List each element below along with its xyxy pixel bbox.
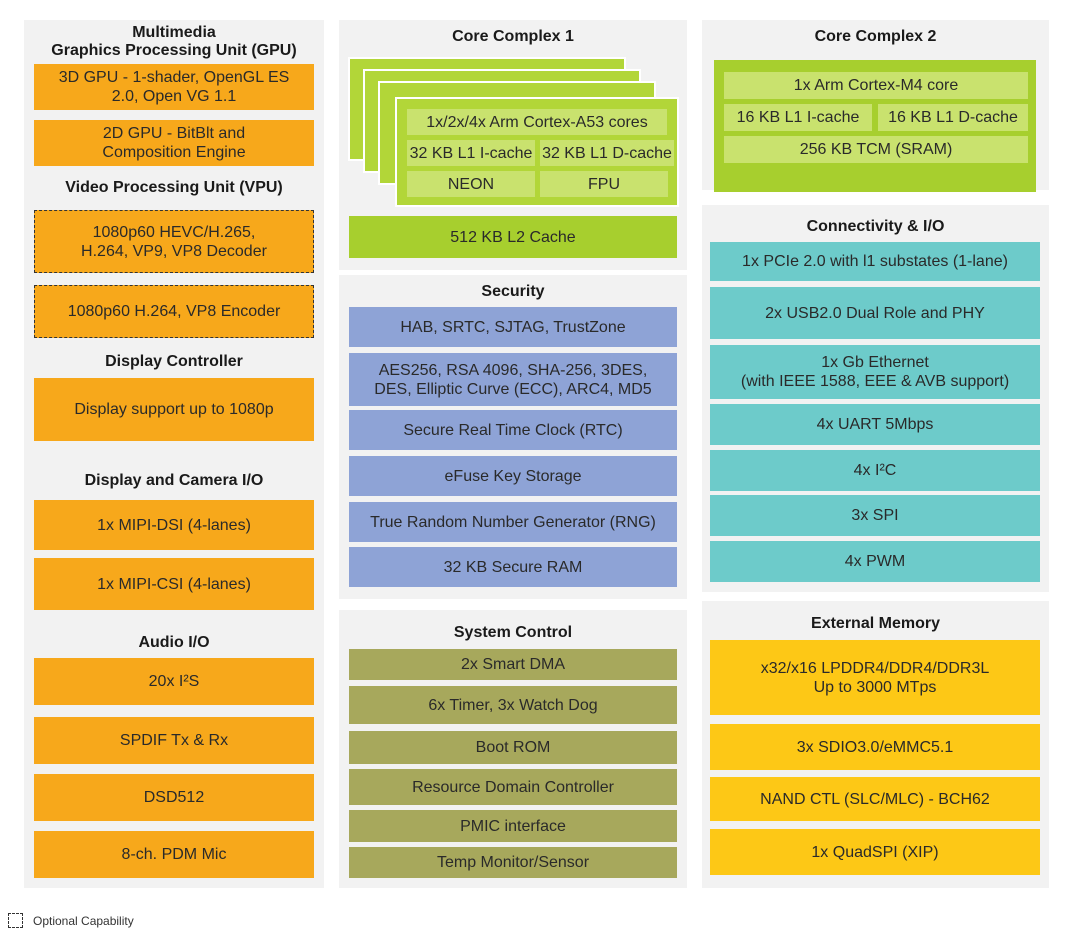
mipi-csi-block: 1x MIPI-CSI (4-lanes) — [34, 558, 314, 610]
optional-legend-icon — [8, 913, 23, 928]
ddr-block: x32/x16 LPDDR4/DDR4/DDR3L Up to 3000 MTp… — [710, 640, 1040, 715]
security-panel: Security HAB, SRTC, SJTAG, TrustZone AES… — [339, 275, 687, 599]
m4-l1i-block: 16 KB L1 I-cache — [724, 104, 872, 131]
nand-block: NAND CTL (SLC/MLC) - BCH62 — [710, 777, 1040, 821]
security-block: eFuse Key Storage — [349, 456, 677, 496]
vpu-encoder-block: 1080p60 H.264, VP8 Encoder — [34, 285, 314, 338]
connectivity-title: Connectivity & I/O — [806, 218, 945, 235]
security-block: AES256, RSA 4096, SHA-256, 3DES, DES, El… — [349, 353, 677, 406]
camera-io-title: Display and Camera I/O — [84, 472, 264, 489]
sdio-block: 3x SDIO3.0/eMMC5.1 — [710, 724, 1040, 770]
vpu-title: Video Processing Unit (VPU) — [65, 179, 283, 196]
i2c-block: 4x I²C — [710, 450, 1040, 491]
system-block: PMIC interface — [349, 810, 677, 842]
external-memory-panel: External Memory x32/x16 LPDDR4/DDR4/DDR3… — [702, 601, 1049, 888]
system-block: Resource Domain Controller — [349, 769, 677, 805]
gpu-2d-block: 2D GPU - BitBlt and Composition Engine — [34, 120, 314, 166]
optional-legend-label: Optional Capability — [33, 914, 134, 928]
spdif-block: SPDIF Tx & Rx — [34, 717, 314, 764]
pdm-mic-block: 8-ch. PDM Mic — [34, 831, 314, 878]
core-complex-2-panel: Core Complex 2 1x Arm Cortex-M4 core 16 … — [702, 20, 1049, 192]
a53-cores-block: 1x/2x/4x Arm Cortex-A53 cores — [407, 109, 667, 135]
i2s-block: 20x I²S — [34, 658, 314, 705]
system-title: System Control — [453, 624, 573, 641]
a53-l1d-block: 32 KB L1 D-cache — [540, 140, 674, 166]
connectivity-panel: Connectivity & I/O 1x PCIe 2.0 with l1 s… — [702, 205, 1049, 592]
core2-title: Core Complex 2 — [814, 28, 937, 45]
multimedia-panel: Multimedia Graphics Processing Unit (GPU… — [24, 20, 324, 888]
security-block: Secure Real Time Clock (RTC) — [349, 410, 677, 450]
pcie-block: 1x PCIe 2.0 with l1 substates (1-lane) — [710, 242, 1040, 281]
system-block: 6x Timer, 3x Watch Dog — [349, 686, 677, 724]
uart-block: 4x UART 5Mbps — [710, 404, 1040, 445]
system-block: 2x Smart DMA — [349, 649, 677, 680]
fpu-block: FPU — [540, 171, 668, 197]
spi-block: 3x SPI — [710, 495, 1040, 536]
system-block: Temp Monitor/Sensor — [349, 847, 677, 878]
system-control-panel: System Control 2x Smart DMA 6x Timer, 3x… — [339, 610, 687, 888]
tcm-block: 256 KB TCM (SRAM) — [724, 136, 1028, 163]
m4-core-block: 1x Arm Cortex-M4 core — [724, 72, 1028, 99]
core1-title: Core Complex 1 — [452, 28, 574, 45]
a53-l1i-block: 32 KB L1 I-cache — [407, 140, 535, 166]
m4-l1d-block: 16 KB L1 D-cache — [878, 104, 1028, 131]
quadspi-block: 1x QuadSPI (XIP) — [710, 829, 1040, 875]
security-title: Security — [481, 283, 545, 300]
core-complex-1-panel: Core Complex 1 1x/2x/4x Arm Cortex-A53 c… — [339, 20, 687, 270]
mipi-dsi-block: 1x MIPI-DSI (4-lanes) — [34, 500, 314, 550]
neon-block: NEON — [407, 171, 535, 197]
gpu-3d-block: 3D GPU - 1-shader, OpenGL ES 2.0, Open V… — [34, 64, 314, 110]
pwm-block: 4x PWM — [710, 541, 1040, 582]
l2-cache-block: 512 KB L2 Cache — [349, 216, 677, 258]
security-block: HAB, SRTC, SJTAG, TrustZone — [349, 307, 677, 347]
ethernet-block: 1x Gb Ethernet (with IEEE 1588, EEE & AV… — [710, 345, 1040, 399]
memory-title: External Memory — [811, 615, 940, 632]
security-block: True Random Number Generator (RNG) — [349, 502, 677, 542]
audio-title: Audio I/O — [138, 634, 210, 651]
usb-block: 2x USB2.0 Dual Role and PHY — [710, 287, 1040, 339]
vpu-decoder-block: 1080p60 HEVC/H.265, H.264, VP9, VP8 Deco… — [34, 210, 314, 273]
system-block: Boot ROM — [349, 731, 677, 764]
display-support-block: Display support up to 1080p — [34, 378, 314, 441]
security-block: 32 KB Secure RAM — [349, 547, 677, 587]
gpu-title: Multimedia Graphics Processing Unit (GPU… — [51, 24, 297, 59]
dsd512-block: DSD512 — [34, 774, 314, 821]
display-title: Display Controller — [105, 353, 243, 370]
